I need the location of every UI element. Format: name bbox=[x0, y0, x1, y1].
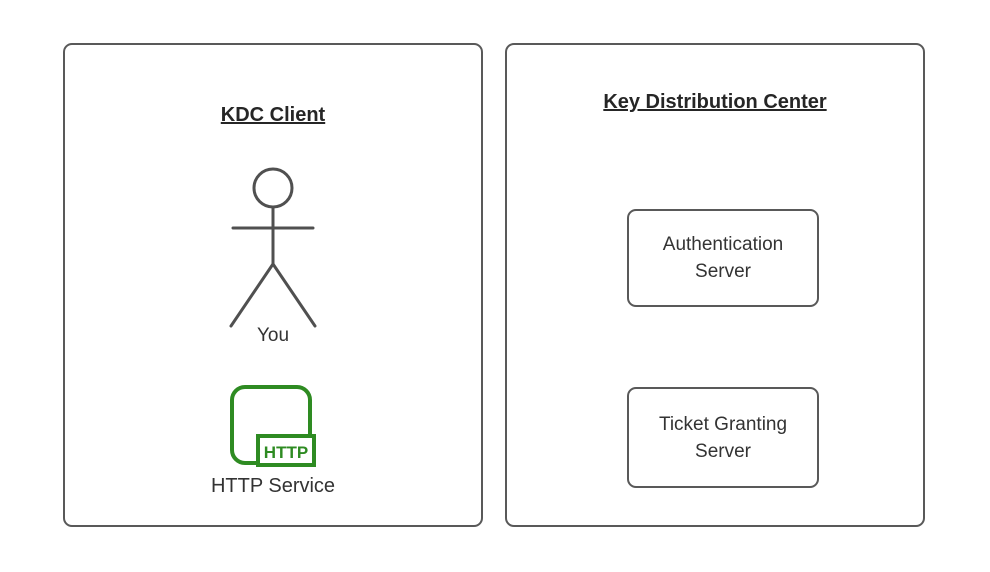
kdc-client-title: KDC Client bbox=[220, 104, 326, 126]
ticket-granting-server-label: Ticket Granting Server bbox=[658, 413, 788, 462]
authentication-server-label: Authentication Server bbox=[662, 234, 784, 282]
http-badge-label: HTTP bbox=[264, 443, 308, 462]
key-distribution-center-title: Key Distribution Center bbox=[603, 91, 827, 113]
kdc-client-panel: KDC Client You HTTP HTTP Service bbox=[63, 43, 483, 527]
key-distribution-center-panel: Key Distribution Center Authentication S… bbox=[505, 43, 925, 527]
stick-figure-actor-icon bbox=[229, 167, 317, 328]
actor-label: You bbox=[256, 325, 290, 346]
ticket-granting-server-box: Ticket Granting Server bbox=[627, 387, 819, 488]
authentication-server-box: Authentication Server bbox=[627, 209, 819, 307]
http-service-label: HTTP Service bbox=[210, 475, 336, 497]
http-service-icon: HTTP bbox=[230, 385, 316, 467]
